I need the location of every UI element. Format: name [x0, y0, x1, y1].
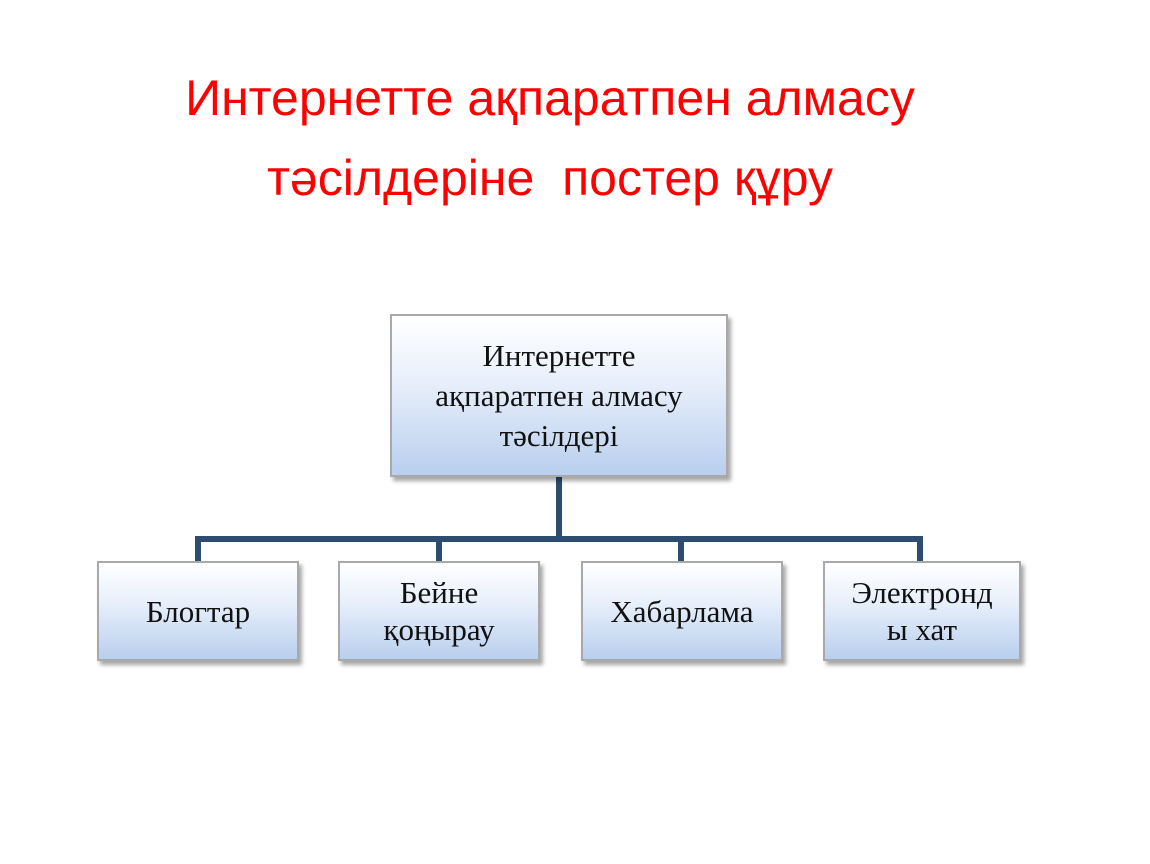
- child-node-messages: Хабарлама: [581, 561, 783, 661]
- child-node-text: Блогтар: [146, 593, 250, 630]
- child-node-line: Электронд: [851, 575, 993, 610]
- root-node-text: Интернетте ақпаратпен алмасу тәсілдері: [435, 336, 682, 456]
- child-node-email: Электронд ы хат: [823, 561, 1021, 661]
- child-node-line: қоңырау: [383, 612, 495, 647]
- child-node-blogs: Блогтар: [97, 561, 299, 661]
- root-node-line-3: тәсілдері: [499, 417, 619, 453]
- page-title-line-1: Интернетте ақпаратпен алмасу: [185, 70, 915, 126]
- root-node-line-2: ақпаратпен алмасу: [435, 377, 683, 413]
- child-node-video-call: Бейне қоңырау: [338, 561, 540, 661]
- child-node-line: ы хат: [886, 612, 958, 647]
- child-node-line: Хабарлама: [610, 593, 754, 629]
- child-node-text: Хабарлама: [610, 593, 753, 630]
- root-node-line-1: Интернетте: [482, 337, 636, 373]
- page-title-line-2: тәсілдеріне постер құру: [267, 150, 833, 206]
- child-node-line: Бейне: [399, 575, 479, 610]
- page-title: Интернетте ақпаратпен алмасу тәсілдеріне…: [0, 58, 1100, 218]
- child-node-text: Электронд ы хат: [851, 574, 992, 648]
- child-node-text: Бейне қоңырау: [383, 574, 494, 648]
- root-node: Интернетте ақпаратпен алмасу тәсілдері: [390, 314, 728, 477]
- child-node-line: Блогтар: [145, 593, 251, 629]
